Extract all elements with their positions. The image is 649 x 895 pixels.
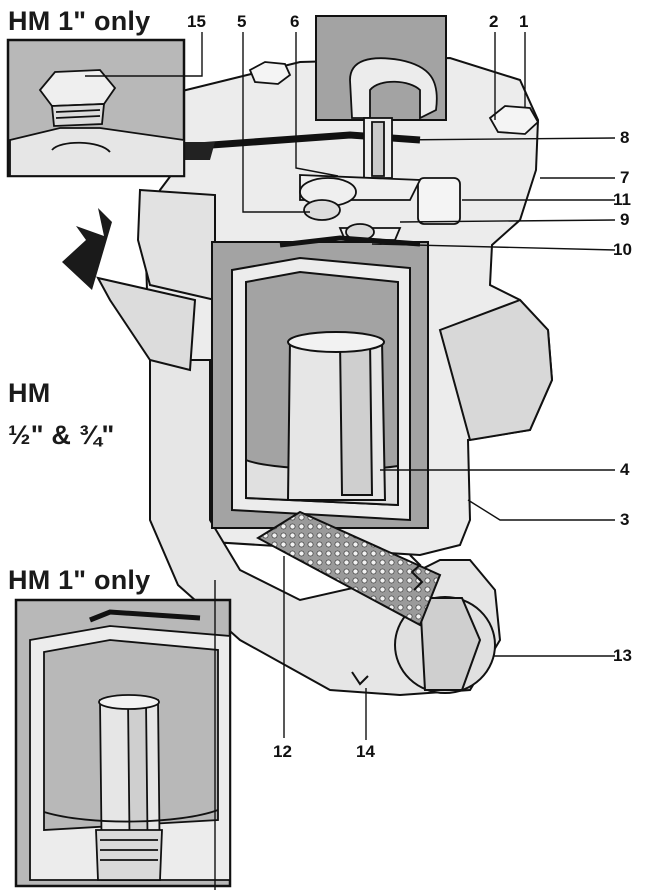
gasket — [169, 131, 421, 152]
heading-top: HM 1" only — [8, 6, 151, 36]
callout-12: 12 — [273, 742, 292, 761]
callout-7: 7 — [620, 168, 630, 187]
callout-15: 15 — [187, 12, 206, 31]
callout-5: 5 — [237, 12, 247, 31]
callout-3: 3 — [620, 510, 630, 529]
callout-4: 4 — [620, 460, 630, 479]
callout-8: 8 — [620, 128, 630, 147]
heading-middle-model: HM — [8, 378, 51, 408]
callout-13: 13 — [613, 646, 632, 665]
bucket — [231, 256, 411, 522]
callout-14: 14 — [356, 742, 375, 761]
strainer-screen — [256, 510, 442, 627]
callout-9: 9 — [620, 210, 630, 229]
callout-2: 2 — [489, 12, 499, 31]
flow-arrow-icon — [62, 208, 112, 290]
leader-lines — [85, 32, 616, 890]
valve-mechanism — [299, 117, 422, 241]
cover-bolts — [248, 61, 540, 225]
callout-6: 6 — [290, 12, 300, 31]
callout-11: 11 — [613, 190, 631, 209]
callout-10: 10 — [613, 240, 632, 259]
heading-middle-sizes: ½" & ¾" — [8, 420, 115, 450]
callout-1: 1 — [519, 12, 529, 31]
heading-bottom: HM 1" only — [8, 565, 151, 595]
